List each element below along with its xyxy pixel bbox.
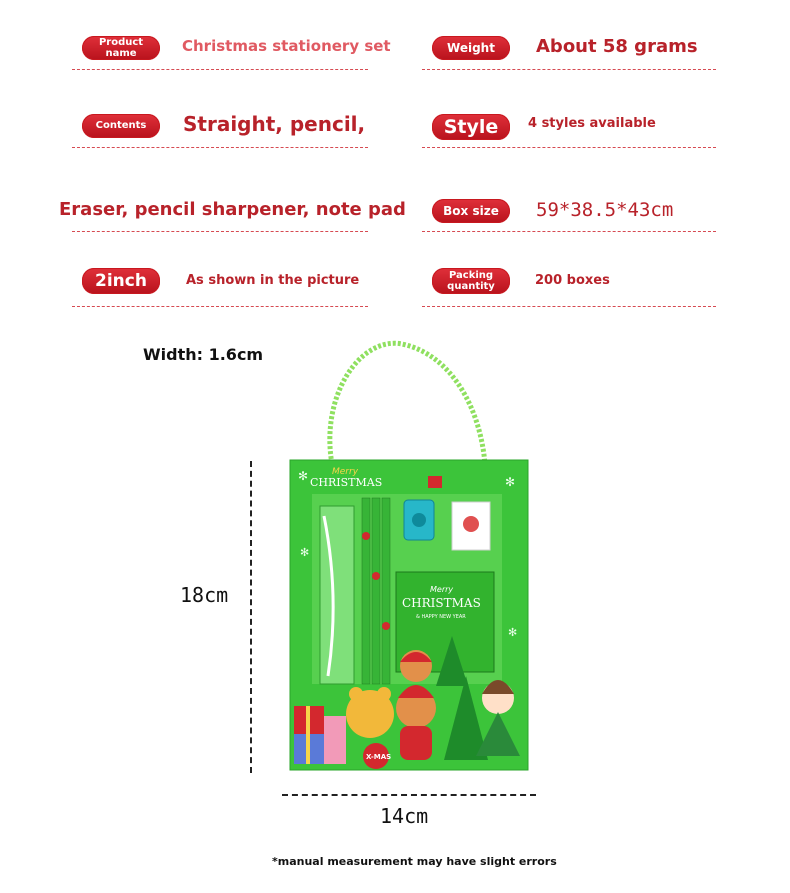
- box-size-value: 59*38.5*43cm: [536, 199, 674, 221]
- brand-merry: Merry: [332, 467, 359, 477]
- packing-value: 200 boxes: [535, 273, 610, 288]
- packing-label-line1: Packing: [448, 270, 494, 281]
- style-pill: Style: [432, 114, 510, 140]
- divider: [72, 147, 368, 148]
- notepad-title: CHRISTMAS: [402, 596, 481, 610]
- notepad-sub: & HAPPY NEW YEAR: [416, 614, 466, 620]
- snowflake-icon: ✻: [300, 546, 309, 559]
- product-name-pill: Product name: [82, 36, 160, 60]
- divider: [72, 69, 368, 70]
- divider: [422, 69, 716, 70]
- girl-dress: [476, 712, 520, 756]
- footnote: *manual measurement may have slight erro…: [272, 855, 557, 868]
- style-value: 4 styles available: [528, 116, 656, 131]
- product-image: ✻ ✻ ✻ ✻ Merry CHRISTMAS & HAPPY NEW YEAR…: [289, 340, 529, 771]
- bear-icon: [346, 690, 394, 738]
- divider: [422, 306, 716, 307]
- packing-pill: Packing quantity: [432, 268, 510, 294]
- length-label: 14cm: [380, 804, 429, 828]
- gift-icon: [428, 476, 442, 488]
- length-marker-line: [282, 794, 536, 796]
- contents-value-line1: Straight, pencil,: [183, 112, 366, 136]
- xmas-badge: [363, 743, 389, 769]
- divider: [72, 231, 368, 232]
- gift-icon: [324, 716, 346, 764]
- pencil: [361, 497, 371, 685]
- contents-pill: Contents: [82, 114, 160, 138]
- notepad-merry: Merry: [430, 585, 453, 594]
- height-marker-line: [250, 461, 252, 773]
- box-size-pill: Box size: [432, 199, 510, 223]
- width-note: Width: 1.6cm: [143, 345, 264, 364]
- weight-pill: Weight: [432, 36, 510, 60]
- divider: [422, 147, 716, 148]
- product-name-value: Christmas stationery set: [182, 37, 391, 55]
- svg-text:X-MAS: X-MAS: [366, 753, 391, 761]
- handle-cord: [327, 340, 488, 465]
- size-pill: 2inch: [82, 268, 160, 294]
- tree-icon: [444, 676, 488, 760]
- snowflake-icon: ✻: [508, 626, 517, 639]
- brand-title: CHRISTMAS: [310, 476, 382, 489]
- packing-label-line2: quantity: [447, 281, 495, 292]
- height-label: 18cm: [180, 583, 229, 607]
- weight-value: About 58 grams: [536, 36, 698, 57]
- pencil: [381, 497, 391, 685]
- snowflake-icon: ✻: [298, 469, 308, 483]
- snowflake-icon: ✻: [505, 475, 515, 489]
- contents-value-line2: Eraser, pencil sharpener, note pad: [59, 199, 406, 220]
- size-value: As shown in the picture: [186, 273, 360, 288]
- ruler: [319, 505, 355, 685]
- pencil: [371, 497, 381, 685]
- divider: [422, 231, 716, 232]
- divider: [72, 306, 368, 307]
- product-name-label-line1: Product: [98, 37, 144, 48]
- product-name-label-line2: name: [105, 48, 137, 59]
